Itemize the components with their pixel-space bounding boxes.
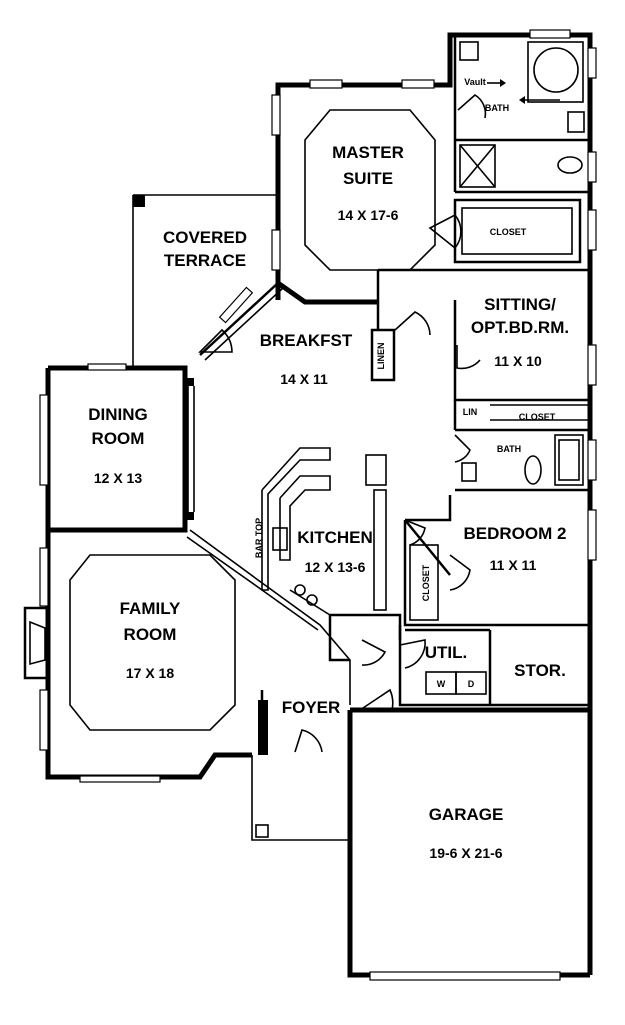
- garage-size: 19-6 X 21-6: [429, 845, 502, 861]
- sitting-size: 11 X 10: [494, 353, 542, 369]
- windows: [39, 29, 597, 981]
- bedroom-2-label: BEDROOM 2: [464, 524, 567, 543]
- linen-label: LINEN: [376, 343, 386, 370]
- dining-room-label-2: ROOM: [92, 429, 145, 448]
- utility-label: UTIL.: [425, 643, 468, 662]
- small-labels: Vault BATH CLOSET LINEN LIN CLOSET BATH …: [254, 77, 556, 689]
- dining-room-size: 12 X 13: [94, 470, 142, 486]
- vault-label: Vault: [464, 77, 486, 87]
- master-suite-label-2: SUITE: [343, 169, 393, 188]
- storage-label: STOR.: [514, 661, 566, 680]
- master-suite-label: MASTER: [332, 143, 404, 162]
- toilet-icon: [557, 156, 583, 174]
- covered-terrace-label-2: TERRACE: [164, 251, 246, 270]
- bedroom-2-size: 11 X 11: [490, 557, 537, 573]
- covered-terrace-label: COVERED: [163, 228, 247, 247]
- family-room-label: FAMILY: [120, 599, 181, 618]
- family-room-label-2: ROOM: [124, 625, 177, 644]
- master-closet-label: CLOSET: [490, 227, 527, 237]
- hall-bath-label: BATH: [497, 444, 521, 454]
- washer-label: W: [437, 679, 446, 689]
- dryer-label: D: [468, 679, 475, 689]
- bed2-closet-label: CLOSET: [421, 564, 431, 601]
- lin-label: LIN: [463, 407, 478, 417]
- kitchen-label: KITCHEN: [297, 528, 373, 547]
- sitting-label: SITTING/: [484, 295, 556, 314]
- foyer-label: FOYER: [282, 698, 341, 717]
- dining-room-label: DINING: [88, 405, 148, 424]
- fixtures: [23, 41, 585, 731]
- garage-label: GARAGE: [429, 805, 504, 824]
- doors: [198, 94, 487, 753]
- bar-top-label: BAR TOP: [254, 518, 264, 558]
- interior-walls: [132, 35, 591, 841]
- tub-icon: [533, 47, 579, 93]
- kitchen-size: 12 X 13-6: [305, 559, 366, 575]
- exterior-walls: [45, 32, 593, 978]
- master-suite-size: 14 X 17-6: [338, 207, 399, 223]
- sitting-label-2: OPT.BD.RM.: [471, 318, 569, 337]
- fireplace-icon: [29, 620, 46, 666]
- master-bath-label: BATH: [485, 103, 509, 113]
- family-room-size: 17 X 18: [126, 665, 174, 681]
- hall-closet-label: CLOSET: [519, 412, 556, 422]
- breakfast-size: 14 X 11: [280, 371, 328, 387]
- breakfast-label: BREAKFST: [260, 331, 353, 350]
- room-labels: MASTER SUITE 14 X 17-6 COVERED TERRACE B…: [88, 143, 569, 861]
